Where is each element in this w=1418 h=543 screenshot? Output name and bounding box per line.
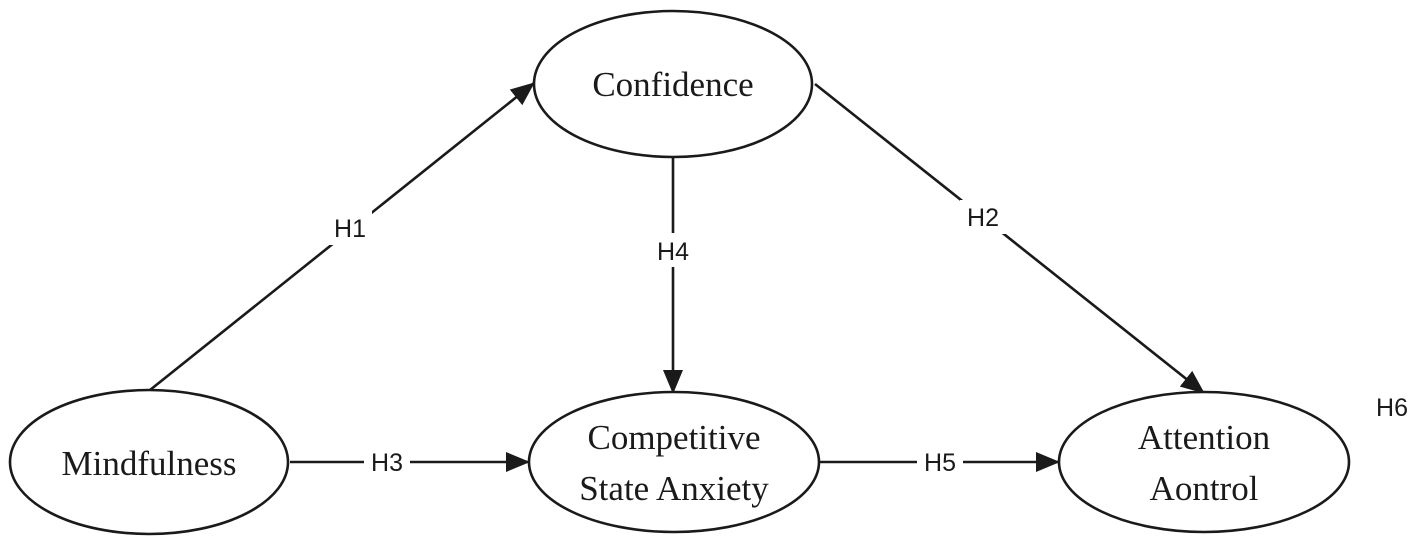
edge-h3-mindfulness-to-anxiety: H3 bbox=[290, 447, 530, 477]
node-mindfulness: Mindfulness bbox=[8, 388, 290, 536]
edge-h4-label-bg bbox=[650, 233, 696, 267]
edge-h1-label: H1 bbox=[334, 215, 366, 243]
edge-h2-confidence-to-attention: H2 bbox=[814, 82, 1205, 395]
node-confidence-label: Confidence bbox=[592, 65, 753, 104]
node-attention-ellipse bbox=[1057, 390, 1351, 534]
edge-h1-mindfulness-to-confidence: H1 bbox=[149, 81, 535, 392]
hypothesis-h6-label: H6 bbox=[1376, 394, 1408, 422]
edge-h3-label-bg bbox=[364, 447, 410, 477]
node-confidence: Confidence bbox=[532, 9, 814, 159]
edge-h5-label: H5 bbox=[924, 449, 956, 477]
node-attention-label-line2: Aontrol bbox=[1150, 469, 1259, 508]
node-anxiety-label-line2: State Anxiety bbox=[579, 469, 769, 508]
node-competitive-state-anxiety: Competitive State Anxiety bbox=[527, 390, 821, 534]
edge-h4-label: H4 bbox=[657, 238, 689, 266]
edge-h2-line bbox=[814, 82, 1205, 395]
node-attention-label-line1: Attention bbox=[1138, 418, 1270, 457]
edge-h4-confidence-to-anxiety: H4 bbox=[650, 157, 696, 394]
node-mindfulness-label: Mindfulness bbox=[62, 444, 237, 483]
node-confidence-ellipse bbox=[532, 9, 814, 159]
edge-h3-label: H3 bbox=[371, 449, 403, 477]
node-attention-aontrol: Attention Aontrol bbox=[1057, 390, 1351, 534]
edge-h5-label-bg bbox=[917, 447, 963, 477]
edge-h1-label-bg bbox=[328, 211, 372, 245]
node-anxiety-ellipse bbox=[527, 390, 821, 534]
edge-h2-label: H2 bbox=[967, 204, 999, 232]
edge-h2-label-bg bbox=[960, 200, 1006, 234]
node-mindfulness-ellipse bbox=[8, 388, 290, 536]
node-anxiety-label-line1: Competitive bbox=[587, 418, 760, 457]
edge-h5-anxiety-to-attention: H5 bbox=[819, 447, 1060, 477]
